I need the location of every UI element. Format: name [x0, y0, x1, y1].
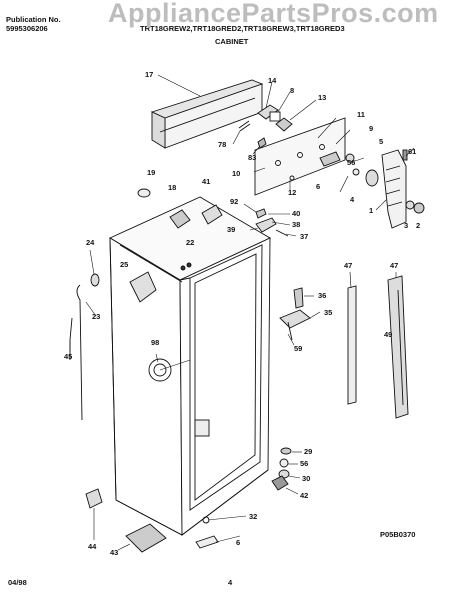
- callout-10: 10: [232, 169, 241, 178]
- top-trim-panel: [150, 79, 264, 149]
- footer-date: 04/98: [8, 578, 27, 587]
- callout-23: 23: [92, 312, 101, 321]
- callout-35: 35: [324, 308, 333, 317]
- callout-44: 44: [88, 542, 97, 551]
- callout-61: 61: [408, 147, 417, 156]
- callout-56: 56: [347, 158, 356, 167]
- callout-36: 36: [318, 291, 327, 300]
- callout-4: 4: [350, 195, 355, 204]
- model-list: TRT18GREW2,TRT18GRED2,TRT18GREW3,TRT18GR…: [140, 24, 345, 33]
- callout-47-right: 47: [390, 261, 399, 270]
- callout-38: 38: [292, 220, 301, 229]
- callout-3: 3: [404, 221, 409, 230]
- callout-1: 1: [369, 206, 374, 215]
- callout-22: 22: [186, 238, 195, 247]
- bracket-35: [279, 309, 311, 329]
- washer-29: [280, 447, 292, 455]
- air-duct: [381, 149, 408, 229]
- callout-12: 12: [288, 188, 297, 197]
- part-42: [271, 475, 289, 491]
- bracket-36: [293, 287, 304, 309]
- callout-41: 41: [202, 177, 211, 186]
- callout-25: 25: [120, 260, 129, 269]
- section-title: CABINET: [215, 37, 249, 46]
- callout-6-lower: 6: [236, 538, 241, 547]
- leader-59: [287, 321, 293, 341]
- publication-label: Publication No.: [6, 15, 61, 24]
- top-mounted-parts: [169, 204, 223, 271]
- callout-2: 2: [416, 221, 421, 230]
- callout-18: 18: [168, 183, 177, 192]
- callout-49: 49: [384, 330, 393, 339]
- callout-29: 29: [304, 447, 313, 456]
- callout-42: 42: [300, 491, 309, 500]
- control-panel-plate: [254, 117, 346, 196]
- callout-45: 45: [64, 352, 73, 361]
- callout-9: 9: [369, 124, 374, 133]
- part-56: [279, 458, 289, 468]
- callout-8: 8: [290, 86, 295, 95]
- callout-37: 37: [300, 232, 309, 241]
- callout-98: 98: [151, 338, 160, 347]
- part-6b: [195, 535, 219, 549]
- callout-59: 59: [294, 344, 303, 353]
- watermark: AppliancePartsPros.com: [108, 0, 439, 28]
- callout-78: 78: [218, 140, 227, 149]
- callout-13: 13: [318, 93, 327, 102]
- wire-tube-23: [76, 284, 83, 421]
- round-cap-part: [413, 202, 425, 214]
- callout-24: 24: [86, 238, 95, 247]
- callout-30: 30: [302, 474, 311, 483]
- callout-19: 19: [147, 168, 156, 177]
- callout-47-left: 47: [344, 261, 353, 270]
- publication-number: 5995306206: [6, 24, 48, 33]
- strip-47a: [347, 285, 357, 405]
- callout-17: 17: [145, 70, 154, 79]
- strip-47b: [387, 275, 409, 419]
- grommet-24: [90, 273, 100, 287]
- part-44: [85, 488, 103, 509]
- callout-92: 92: [230, 197, 239, 206]
- cap-19: [137, 188, 151, 198]
- thermostat-parts: [319, 151, 379, 187]
- hinge-parts: [255, 208, 289, 237]
- footer-page: 4: [228, 578, 233, 587]
- callout-11: 11: [357, 110, 365, 119]
- callout-14: 14: [268, 76, 277, 85]
- control-switch-parts: [238, 104, 293, 149]
- part-25: [129, 271, 157, 303]
- callout-56-lower: 56: [300, 459, 309, 468]
- callout-32: 32: [249, 512, 258, 521]
- cabinet-shell: [109, 196, 271, 536]
- screw-part: [405, 200, 415, 210]
- callout-40: 40: [292, 209, 301, 218]
- callout-5: 5: [379, 137, 384, 146]
- callout-6: 6: [316, 182, 321, 191]
- callout-83: 83: [248, 153, 257, 162]
- diagram-id: P05B0370: [380, 530, 416, 539]
- callout-43: 43: [110, 548, 119, 557]
- part-43: [125, 523, 167, 553]
- callout-39: 39: [227, 225, 236, 234]
